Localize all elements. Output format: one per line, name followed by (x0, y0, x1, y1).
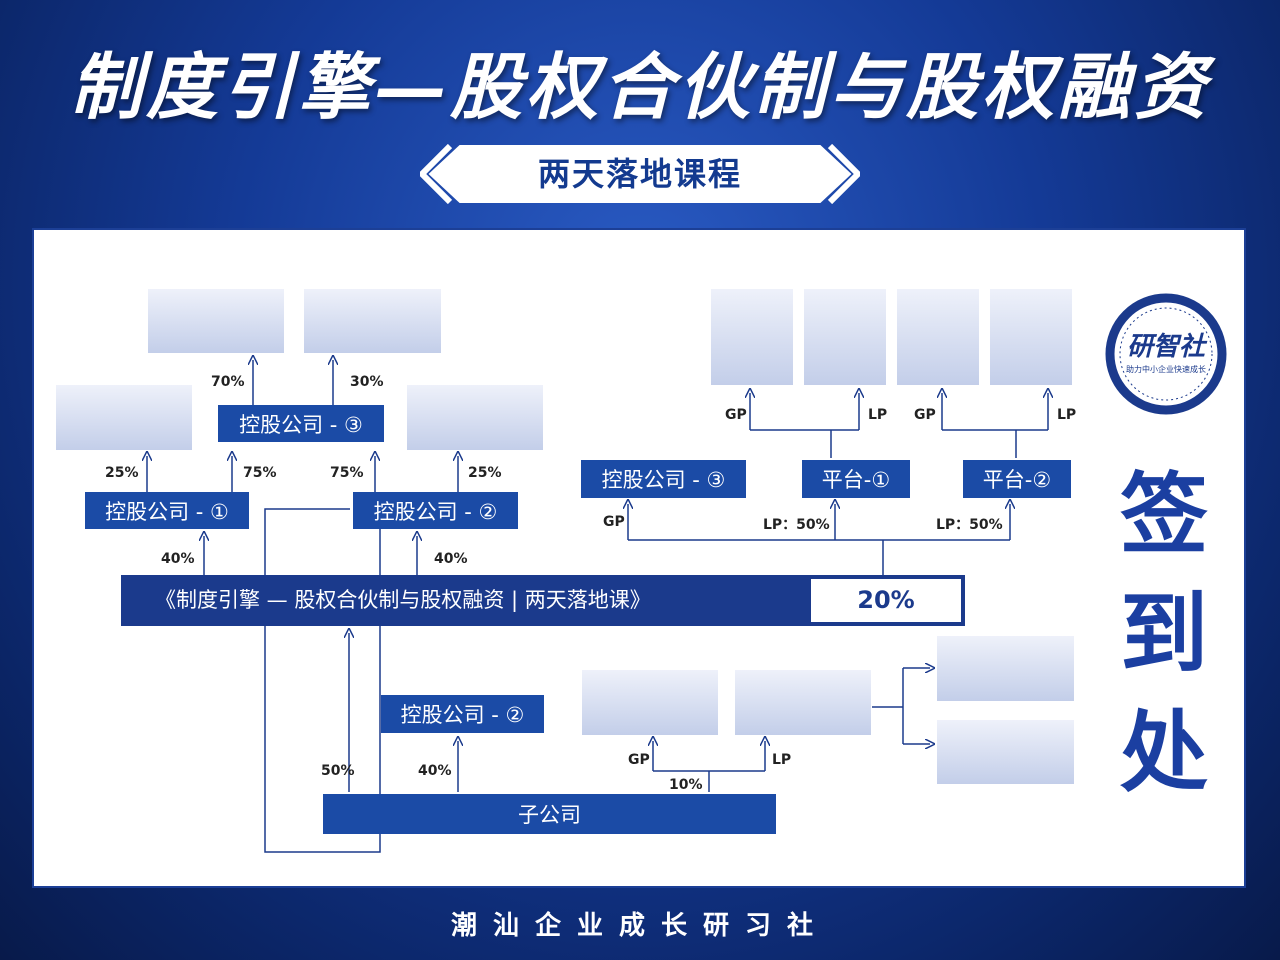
share-label: 25% (468, 465, 502, 481)
holding-company-3-right: 控股公司 - ③ (581, 460, 746, 498)
gp-label: GP (603, 514, 625, 530)
holding-company-2-top: 控股公司 - ② (353, 492, 518, 529)
lp-label: LP：50% (763, 517, 830, 533)
share-label: 10% (669, 777, 703, 793)
gp-label: GP (725, 407, 747, 423)
share-label: 70% (211, 374, 245, 390)
share-label: 30% (350, 374, 384, 390)
placeholder-box (990, 289, 1072, 385)
lp-label: LP (1057, 407, 1077, 423)
share-label: 50% (321, 763, 355, 779)
logo-name: 研智社 (1126, 332, 1205, 362)
gp-label: GP (628, 752, 650, 768)
placeholder-box (804, 289, 886, 385)
share-label: 75% (243, 465, 277, 481)
lp-label: LP：50% (936, 517, 1003, 533)
subtitle-frame (420, 144, 860, 204)
holding-company-3-top: 控股公司 - ③ (218, 405, 384, 442)
sign-in-label: 签 到 处 (1104, 456, 1224, 812)
logo-ring (1105, 293, 1227, 415)
lp-label: LP (772, 752, 792, 768)
sign-in-char: 到 (1119, 581, 1208, 685)
subsidiary: 子公司 (323, 794, 776, 834)
footer-org-name: 潮汕企业成长研习社 (450, 911, 829, 941)
share-label: 40% (418, 763, 452, 779)
placeholder-box (897, 289, 979, 385)
platform-1: 平台-① (802, 460, 910, 498)
banner-percent: 20% (811, 579, 961, 622)
page-title: 制度引擎—股权合伙制与股权融资 (69, 44, 1210, 129)
subtitle: 两天落地课程 (537, 155, 742, 193)
placeholder-box (148, 289, 284, 353)
subtitle-badge: 两天落地课程 (420, 144, 860, 204)
placeholder-box (735, 670, 871, 735)
share-label: 75% (330, 465, 364, 481)
banner-text: 《制度引擎 — 股权合伙制与股权融资 | 两天落地课》 (155, 588, 651, 612)
brand-logo: 研智社 助力中小企业快速成长 (1104, 292, 1228, 416)
logo-slogan: 助力中小企业快速成长 (1126, 365, 1206, 374)
course-banner: 《制度引擎 — 股权合伙制与股权融资 | 两天落地课》 20% (121, 575, 965, 626)
platform-2: 平台-② (963, 460, 1071, 498)
placeholder-box (937, 636, 1074, 701)
placeholder-box (56, 385, 192, 450)
gp-label: GP (914, 407, 936, 423)
placeholder-box (937, 720, 1074, 784)
sign-in-char: 处 (1119, 700, 1208, 804)
lp-label: LP (868, 407, 888, 423)
placeholder-box (582, 670, 718, 735)
share-label: 40% (161, 551, 195, 567)
holding-company-1: 控股公司 - ① (85, 492, 249, 529)
placeholder-box (407, 385, 543, 450)
placeholder-box (711, 289, 793, 385)
placeholder-box (304, 289, 441, 353)
share-label: 40% (434, 551, 468, 567)
holding-company-2-bottom: 控股公司 - ② (381, 695, 544, 733)
sign-in-char: 签 (1119, 463, 1208, 566)
share-label: 25% (105, 465, 139, 481)
